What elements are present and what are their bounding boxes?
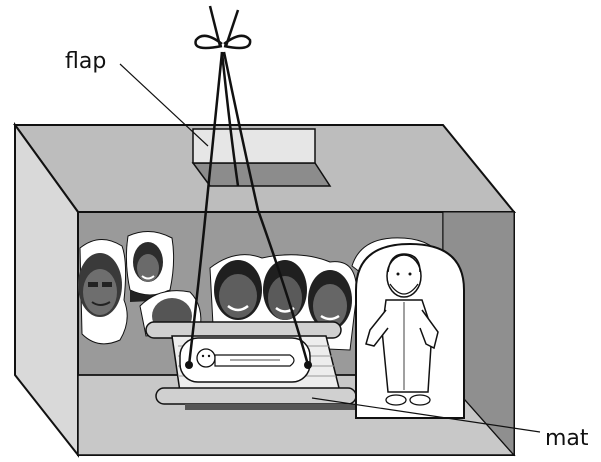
jesus-figure-icon (352, 238, 464, 418)
flap-label: flap (65, 49, 106, 74)
mat-lower-rod (156, 388, 356, 404)
mat-bottom-edge (185, 404, 355, 410)
string-bow-icon (196, 6, 251, 48)
roof-opening (193, 163, 330, 186)
mat-label: mat (545, 426, 589, 451)
